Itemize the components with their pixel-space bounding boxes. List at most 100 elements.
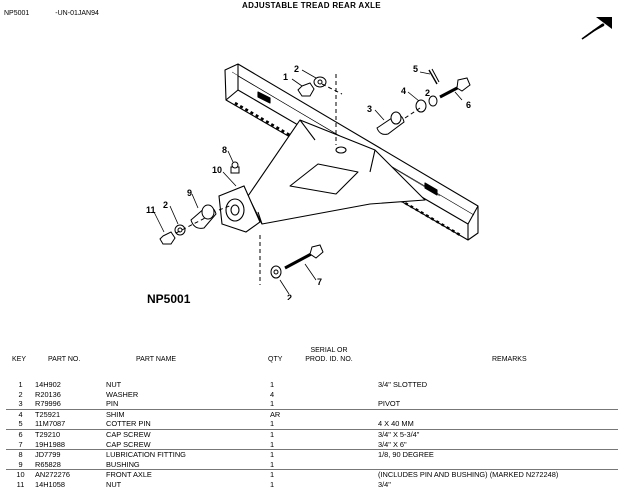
cell-qty: 1 xyxy=(270,479,275,489)
cell-part-name: WASHER xyxy=(106,389,139,399)
callout-2-right: 2 xyxy=(425,88,430,98)
cell-part-no: 14H902 xyxy=(35,380,61,389)
table-row: 9 R65828 BUSHING 1 xyxy=(6,460,618,470)
col-header-part-no: PART NO. xyxy=(48,356,81,363)
cell-key: 11 xyxy=(16,479,25,489)
cell-remarks: 4 X 40 MM xyxy=(378,419,414,429)
col-header-part-name: PART NAME xyxy=(136,356,177,363)
cell-remarks: 3/4" X 5-3/4" xyxy=(378,428,618,440)
cell-part-no: T29210 xyxy=(35,428,106,440)
cell-part-no: T25921 xyxy=(35,408,106,420)
col-header-remarks: REMARKS xyxy=(492,356,527,363)
assembly-lines xyxy=(175,74,421,285)
table-row: 7 19H1988 CAP SCREW 1 3/4" X 6" xyxy=(6,440,618,450)
cell-remarks xyxy=(378,390,618,400)
cell-part-no: R79996 xyxy=(35,399,61,409)
cell-part-no: 14H1058 xyxy=(35,479,65,489)
cell-part-name: LUBRICATION FITTING xyxy=(106,449,270,460)
cell-part-no: 11M7087 xyxy=(35,419,66,429)
figure-label: NP5001 xyxy=(147,292,191,306)
cell-qty: 4 xyxy=(270,389,275,399)
callout-7: 7 xyxy=(317,277,322,287)
cell-qty: 1 xyxy=(270,419,275,429)
washer-2b xyxy=(428,95,438,107)
cell-remarks xyxy=(378,408,618,420)
cell-qty: 1 xyxy=(270,399,275,409)
cell-key: 10 xyxy=(6,469,35,480)
callout-4: 4 xyxy=(401,86,406,96)
cotter-pin-5 xyxy=(428,69,438,85)
col-header-serial-line2: PROD. ID. NO. xyxy=(305,356,353,363)
cell-key: 5 xyxy=(18,419,23,429)
cell-qty: 1 xyxy=(270,428,378,440)
col-header-qty: QTY xyxy=(268,356,283,363)
callout-2: 2 xyxy=(294,64,299,74)
col-header-serial-line1: SERIAL OR xyxy=(310,347,348,354)
cell-key: 3 xyxy=(18,399,23,409)
callout-8: 8 xyxy=(222,145,227,155)
cell-part-no: R65828 xyxy=(35,459,61,469)
page-title: ADJUSTABLE TREAD REAR AXLE xyxy=(242,1,381,10)
exploded-parts-diagram: 1 2 3 4 5 6 7 8 9 10 11 2 4 2 2 xyxy=(146,17,612,300)
cell-part-no: JD7799 xyxy=(35,449,106,460)
cell-key: 7 xyxy=(18,439,23,449)
cell-remarks: (INCLUDES PIN AND BUSHING) (MARKED N2722… xyxy=(378,469,618,480)
cell-part-name: PIN xyxy=(106,399,119,409)
document-code: -UN-01JAN94 xyxy=(55,10,99,17)
table-row: 3 R79996 PIN 1 PIVOT xyxy=(6,399,618,409)
cell-remarks: 3/4" X 6" xyxy=(378,439,407,449)
document-id: NP5001 xyxy=(4,10,30,17)
callout-11: 11 xyxy=(146,205,156,215)
callout-3: 3 xyxy=(367,104,372,114)
cell-qty: 1 xyxy=(270,380,275,389)
cap-screw-7 xyxy=(284,251,314,270)
cell-part-name: NUT xyxy=(106,479,122,489)
col-header-serial: SERIAL OR PROD. ID. NO. xyxy=(296,346,362,364)
callout-1: 1 xyxy=(283,72,288,82)
nut-1 xyxy=(297,82,315,97)
cell-part-no: AN272276 xyxy=(35,469,106,480)
pivot-housing xyxy=(218,185,261,233)
cell-qty: 1 xyxy=(270,439,275,449)
callout-5: 5 xyxy=(413,64,418,74)
col-header-key: KEY xyxy=(12,356,27,363)
cell-part-name: CAP SCREW xyxy=(106,439,151,449)
cell-part-name: SHIM xyxy=(106,408,270,420)
cell-part-name: FRONT AXLE xyxy=(106,469,270,480)
cell-key: 8 xyxy=(6,449,35,460)
callouts: 1 2 3 4 5 6 7 8 9 10 11 2 4 2 2 xyxy=(146,64,471,300)
direction-arrow-icon xyxy=(581,17,612,40)
cell-part-name: CAP SCREW xyxy=(106,428,270,440)
cell-key: 1 xyxy=(18,380,23,389)
cell-remarks: 3/4" SLOTTED xyxy=(378,380,428,389)
cell-part-name: BUSHING xyxy=(106,459,140,469)
cell-remarks: 1/8, 90 DEGREE xyxy=(378,449,618,460)
cell-key: 4 xyxy=(6,408,35,420)
cell-remarks: PIVOT xyxy=(378,399,401,409)
cell-key: 6 xyxy=(6,428,35,440)
cell-remarks xyxy=(378,460,618,470)
leader-lines xyxy=(153,69,463,295)
table-row: 5 11M7087 COTTER PIN 1 4 X 40 MM xyxy=(6,419,618,429)
cell-key: 2 xyxy=(18,389,23,399)
cell-part-name: COTTER PIN xyxy=(106,419,151,429)
cell-part-no: 19H1988 xyxy=(35,439,65,449)
cell-qty: 1 xyxy=(270,459,275,469)
nut-11 xyxy=(159,231,176,245)
cell-qty: 1 xyxy=(270,469,378,480)
callout-9: 9 xyxy=(187,188,192,198)
cell-key: 9 xyxy=(18,459,23,469)
callout-6: 6 xyxy=(466,100,471,110)
callout-10: 10 xyxy=(212,165,222,175)
cell-qty: AR xyxy=(270,408,378,420)
document-header: NP5001 -UN-01JAN94 xyxy=(4,10,99,17)
callout-2-bottom: 2 xyxy=(287,293,292,300)
